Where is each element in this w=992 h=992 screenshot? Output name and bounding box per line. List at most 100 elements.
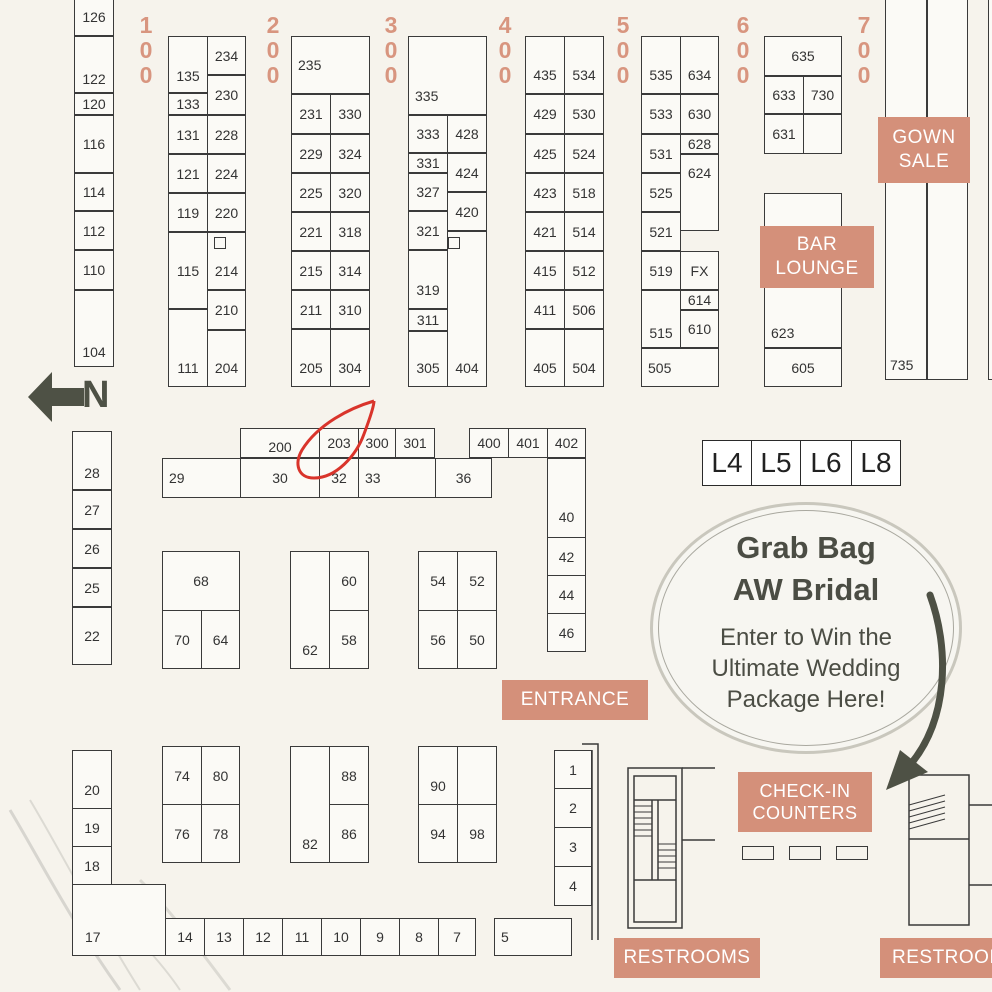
check-in-counter[interactable] [836,846,868,860]
booth-64[interactable]: 64 [201,610,240,669]
booth-730[interactable]: 730 [803,76,842,114]
booth-10[interactable]: 10 [321,918,361,956]
booth-633[interactable]: 633 [764,76,804,114]
booth-27[interactable]: 27 [72,490,112,529]
booth-122[interactable]: 122 [74,36,114,93]
booth-fx[interactable]: FX [680,251,719,290]
booth-429[interactable]: 429 [525,94,565,134]
booth-98[interactable]: 98 [457,804,497,863]
booth-18[interactable]: 18 [72,846,112,885]
booth-40[interactable]: 40 [547,458,586,538]
booth-331[interactable]: 331 [408,153,448,173]
booth-52[interactable]: 52 [457,551,497,611]
booth-28[interactable]: 28 [72,431,112,490]
booth-58[interactable]: 58 [329,610,369,669]
booth-310[interactable]: 310 [330,290,370,329]
booth-13[interactable]: 13 [204,918,244,956]
booth-225[interactable]: 225 [291,173,331,212]
booth-121[interactable]: 121 [168,154,208,193]
booth-230[interactable]: 230 [207,75,246,115]
booth-512[interactable]: 512 [564,251,604,290]
booth-506[interactable]: 506 [564,290,604,329]
booth-234[interactable]: 234 [207,36,246,75]
booth-228[interactable]: 228 [207,115,246,154]
booth-14[interactable]: 14 [165,918,205,956]
booth-56[interactable]: 56 [418,610,458,669]
booth-311[interactable]: 311 [408,309,448,331]
booth-26[interactable]: 26 [72,529,112,568]
booth-120[interactable]: 120 [74,93,114,115]
booth-402[interactable]: 402 [547,428,586,458]
booth-405[interactable]: 405 [525,329,565,387]
booth-330[interactable]: 330 [330,94,370,134]
booth-435[interactable]: 435 [525,36,565,94]
booth-635[interactable]: 635 [764,36,842,76]
booth-210[interactable]: 210 [207,290,246,330]
booth-404[interactable]: 404 [447,231,487,387]
booth-62[interactable]: 62 [290,551,330,669]
booth-415[interactable]: 415 [525,251,565,290]
booth-214[interactable]: 214 [207,232,246,290]
booth-634[interactable]: 634 [680,36,719,94]
booth-86[interactable]: 86 [329,804,369,863]
booth-531[interactable]: 531 [641,134,681,173]
booth-628[interactable]: 628 [680,134,719,154]
booth-424[interactable]: 424 [447,153,487,192]
booth-80[interactable]: 80 [201,746,240,805]
booth-314[interactable]: 314 [330,251,370,290]
booth-70[interactable]: 70 [162,610,202,669]
booth-534[interactable]: 534 [564,36,604,94]
booth-305[interactable]: 305 [408,331,448,387]
booth-12[interactable]: 12 [243,918,283,956]
booth-119[interactable]: 119 [168,193,208,232]
booth-36[interactable]: 36 [435,458,492,498]
booth-428[interactable]: 428 [447,115,487,153]
booth-3[interactable]: 3 [554,827,592,867]
booth-82[interactable]: 82 [290,746,330,863]
booth-4[interactable]: 4 [554,866,592,906]
booth-631[interactable]: 631 [764,114,804,154]
booth-46[interactable]: 46 [547,613,586,652]
booth-505[interactable]: 505 [641,348,719,387]
booth-133[interactable]: 133 [168,93,208,115]
booth-530[interactable]: 530 [564,94,604,134]
booth-400[interactable]: 400 [469,428,509,458]
booth-115[interactable]: 115 [168,232,208,309]
booth-605[interactable]: 605 [764,348,842,387]
booth-116[interactable]: 116 [74,115,114,173]
booth-504[interactable]: 504 [564,329,604,387]
booth-110[interactable]: 110 [74,250,114,290]
booth-335[interactable]: 335 [408,36,487,115]
booth-50[interactable]: 50 [457,610,497,669]
booth-114[interactable]: 114 [74,173,114,211]
check-in-counter[interactable] [742,846,774,860]
booth-614[interactable]: 614 [680,290,719,310]
booth-610[interactable]: 610 [680,310,719,348]
booth-7[interactable]: 7 [438,918,476,956]
lounge-l6[interactable]: L6 [800,440,852,486]
booth-88[interactable]: 88 [329,746,369,805]
booth-112[interactable]: 112 [74,211,114,250]
booth-19[interactable]: 19 [72,808,112,847]
booth-515[interactable]: 515 [641,290,681,348]
booth-111[interactable]: 111 [168,309,208,387]
booth-126[interactable]: 126 [74,0,114,36]
booth-411[interactable]: 411 [525,290,565,329]
booth-425[interactable]: 425 [525,134,565,173]
booth-68[interactable]: 68 [162,551,240,611]
booth-224[interactable]: 224 [207,154,246,193]
booth-135[interactable]: 135 [168,36,208,93]
booth-333[interactable]: 333 [408,115,448,153]
booth-211[interactable]: 211 [291,290,331,329]
booth-22[interactable]: 22 [72,607,112,665]
booth-42[interactable]: 42 [547,537,586,576]
booth-33[interactable]: 33 [358,458,436,498]
booth-319[interactable]: 319 [408,250,448,309]
booth-44[interactable]: 44 [547,575,586,614]
booth-78[interactable]: 78 [201,804,240,863]
booth-220[interactable]: 220 [207,193,246,232]
booth-304[interactable]: 304 [330,329,370,387]
booth-514[interactable]: 514 [564,212,604,251]
booth-630[interactable]: 630 [680,94,719,134]
booth-321[interactable]: 321 [408,211,448,250]
